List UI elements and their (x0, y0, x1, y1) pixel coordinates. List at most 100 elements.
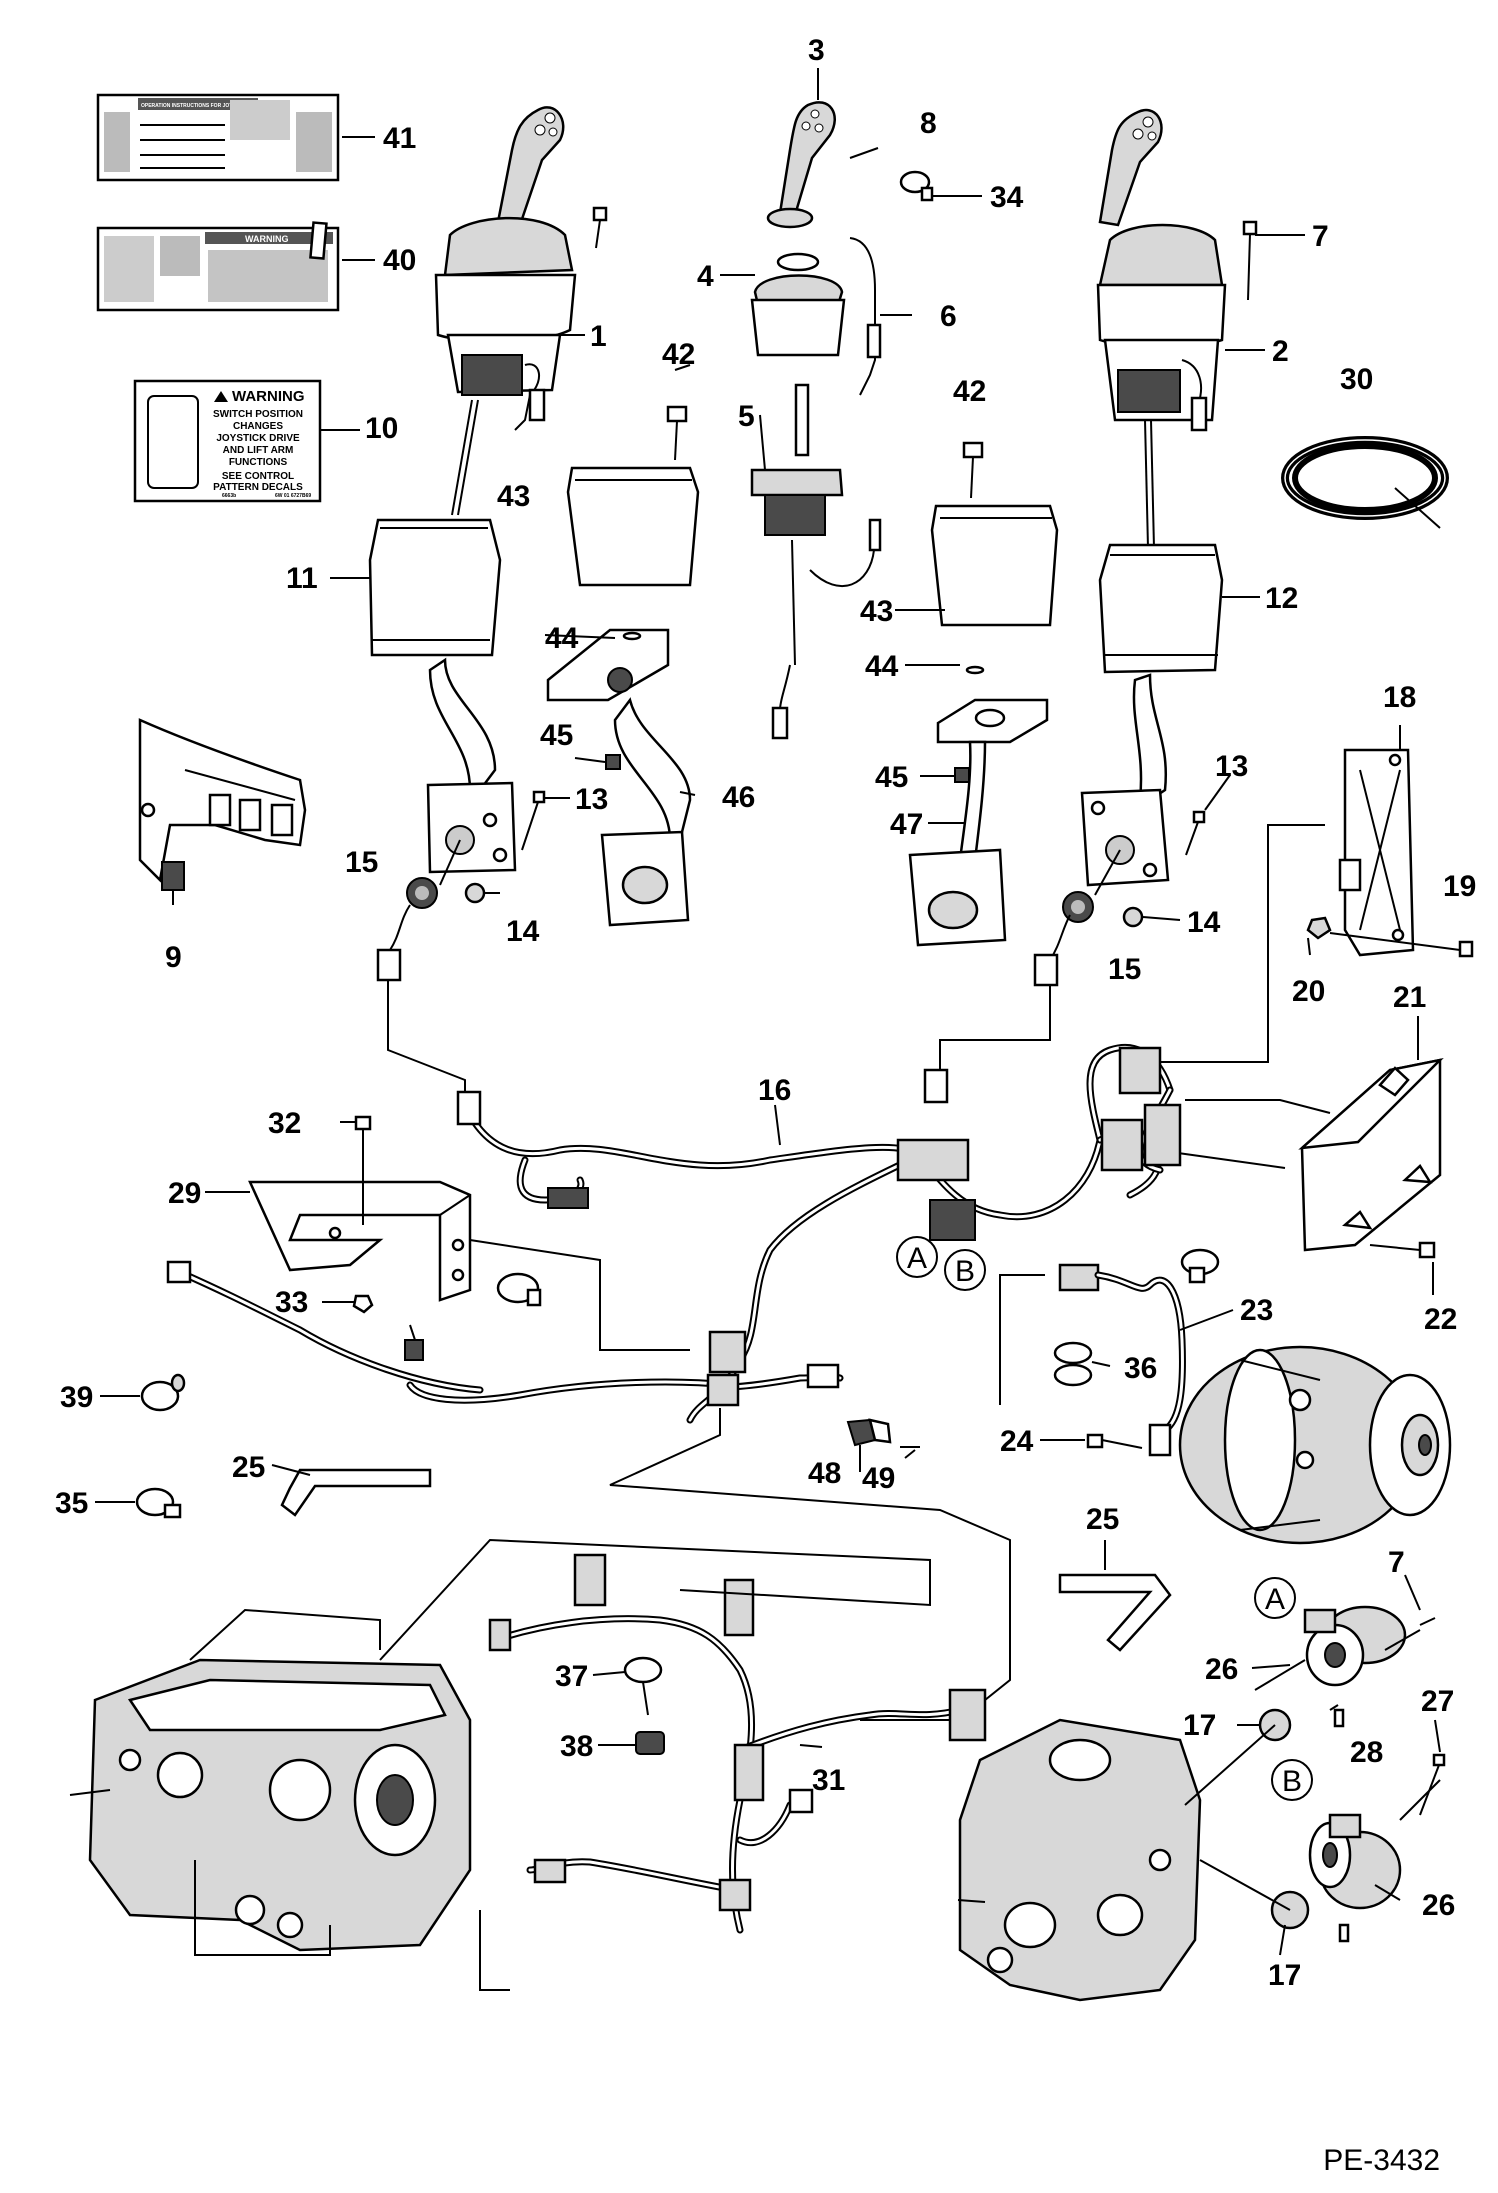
callout-7-valve: 7 (1388, 1546, 1405, 1579)
callout-37: 37 (555, 1660, 588, 1693)
mount-right (1080, 673, 1170, 896)
nut-33 (352, 1294, 374, 1314)
callout-31: 31 (812, 1764, 845, 1797)
lead-line-pump-outline-1 (189, 1608, 381, 1661)
callout-28: 28 (1350, 1736, 1383, 1769)
svg-text:SEE CONTROL: SEE CONTROL (222, 471, 294, 482)
plate-44-right (936, 665, 1049, 744)
harness-23 (1058, 1263, 1186, 1457)
mount-46 (600, 697, 692, 927)
drive-motor (1178, 1345, 1452, 1545)
bolt-left-joystick (592, 206, 608, 249)
callout-30: 30 (1340, 363, 1373, 396)
hydrostatic-pump-left (69, 1658, 472, 1952)
callout-33: 33 (275, 1286, 308, 1319)
lead-line-controller (1150, 824, 1325, 1063)
svg-text:WARNING: WARNING (245, 234, 289, 244)
callout-16: 16 (758, 1074, 791, 1107)
svg-text:JOYSTICK DRIVE: JOYSTICK DRIVE (216, 433, 300, 444)
sensor-24 (1086, 1433, 1143, 1449)
nut-14-right (1122, 906, 1144, 928)
bushing-15-right-core (1071, 900, 1085, 914)
callout-15-right: 15 (1108, 953, 1141, 986)
callout-36: 36 (1124, 1352, 1157, 1385)
nut-20 (1306, 916, 1332, 940)
callout-5: 5 (738, 400, 755, 433)
callout-17-bottom: 17 (1268, 1959, 1301, 1992)
bolt-32 (354, 1115, 372, 1225)
lead-line-module-1 (1185, 1099, 1331, 1114)
grommet-38 (635, 1731, 665, 1755)
callout-14-right: 14 (1187, 906, 1221, 939)
lead-line-valve-top (1254, 1659, 1306, 1691)
callout-15-left: 15 (345, 846, 378, 879)
svg-text:FUNCTIONS: FUNCTIONS (229, 457, 288, 468)
svg-text:B: B (1282, 1765, 1302, 1798)
mount-47 (908, 740, 1007, 947)
boot-43-right (930, 504, 1059, 627)
callout-41: 41 (383, 122, 416, 155)
callout-leaders (95, 68, 1441, 1956)
module-21 (1298, 1057, 1444, 1252)
callout-10: 10 (365, 412, 398, 445)
callout-17-top: 17 (1183, 1709, 1216, 1742)
callout-23: 23 (1240, 1294, 1273, 1327)
svg-text:CHANGES: CHANGES (233, 421, 283, 432)
callout-22: 22 (1424, 1303, 1457, 1336)
svg-text:6663b: 6663b (222, 493, 236, 499)
circle-ref-b-harness: B (944, 1249, 986, 1291)
callout-25-right: 25 (1086, 1503, 1119, 1536)
nut-14-left (464, 882, 486, 904)
callout-49: 49 (862, 1462, 895, 1495)
connector-48 (846, 1418, 892, 1447)
callout-4: 4 (697, 260, 714, 293)
svg-text:B: B (955, 1255, 975, 1288)
clamp-39 (140, 1373, 186, 1412)
callout-8: 8 (920, 107, 937, 140)
callout-labels: 1 2 3 4 5 6 7 7 8 9 10 11 12 13 13 14 14… (55, 34, 1476, 1992)
callout-21: 21 (1393, 981, 1426, 1014)
lead-line-harness-mid (609, 1408, 1011, 1721)
bolt-22 (1369, 1241, 1436, 1259)
callout-7-top: 7 (1312, 220, 1329, 253)
svg-text:6W 01 6727B69: 6W 01 6727B69 (275, 493, 311, 499)
connector-left-joystick (376, 904, 411, 982)
callout-1: 1 (590, 320, 607, 353)
callout-9: 9 (165, 941, 182, 974)
bolt-13-right (1185, 810, 1206, 856)
lead-line-17-top (1184, 1724, 1276, 1806)
clamp-35 (135, 1487, 182, 1519)
harness-16 (166, 1043, 1182, 1424)
figure-id: PE-3432 (1323, 2144, 1440, 2177)
callout-25-left: 25 (232, 1451, 265, 1484)
callout-34: 34 (990, 181, 1024, 214)
callout-14-left: 14 (506, 915, 540, 948)
callout-26-bottom: 26 (1422, 1889, 1455, 1922)
callout-32: 32 (268, 1107, 301, 1140)
lead-line-pump-outline-3 (479, 1910, 510, 1991)
lead-line-17-bottom (1199, 1859, 1291, 1911)
callout-3: 3 (808, 34, 825, 67)
nut-45-left (605, 754, 621, 770)
lead-line-module-2 (1177, 1152, 1286, 1169)
callout-44-right: 44 (865, 650, 899, 683)
svg-text:A: A (907, 1242, 927, 1275)
clamp-34 (899, 170, 934, 202)
svg-text:AND LIFT ARM: AND LIFT ARM (223, 445, 294, 456)
clamp-bracket (496, 1272, 542, 1307)
warning-decal-10: WARNING SWITCH POSITION CHANGES JOYSTICK… (133, 379, 322, 503)
pin-28 (1333, 1708, 1345, 1728)
lead-line-pump-left (194, 1860, 331, 1956)
hex-key-25-right (1058, 1573, 1172, 1652)
bolt-27 (1419, 1753, 1446, 1816)
callout-18: 18 (1383, 681, 1416, 714)
svg-text:PATTERN DECALS: PATTERN DECALS (213, 482, 303, 493)
circle-ref-b-valve: B (1271, 1759, 1313, 1801)
clamp-37 (623, 1656, 663, 1716)
callout-2: 2 (1272, 335, 1289, 368)
lead-line-right-connector (939, 985, 1051, 1075)
bolt-42-right (962, 441, 984, 499)
callout-19: 19 (1443, 870, 1476, 903)
callout-27: 27 (1421, 1685, 1454, 1718)
